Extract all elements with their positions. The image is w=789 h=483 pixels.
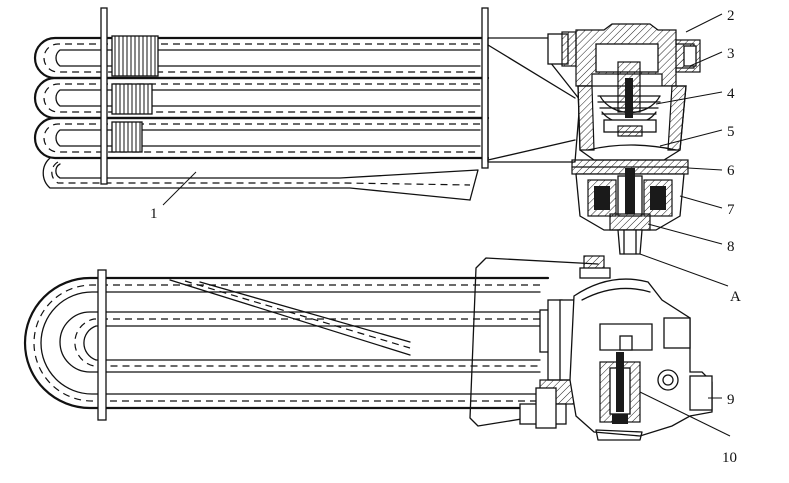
callout-1: 1 [150, 206, 158, 222]
fin-pack-top [111, 35, 159, 77]
bottom-thermostat-body [519, 255, 713, 441]
callout-9: 9 [727, 392, 735, 408]
callout-7: 7 [727, 202, 735, 218]
leader-8 [647, 223, 723, 245]
callout-2: 2 [727, 8, 735, 24]
top-heating-element [33, 36, 490, 201]
callout-A: A [730, 289, 741, 305]
leader-7 [679, 195, 723, 209]
leader-10 [639, 391, 731, 437]
bottom-flange-plate [97, 269, 107, 421]
leader-4 [655, 91, 723, 105]
right-mounting-plate [481, 7, 489, 169]
leader-2 [685, 13, 723, 33]
callout-6: 6 [727, 163, 735, 179]
leader-5 [659, 129, 723, 147]
bottom-heating-element [23, 276, 550, 410]
callout-4: 4 [727, 86, 735, 102]
leader-1 [162, 171, 197, 206]
wire-bracket [469, 257, 599, 427]
callout-10: 10 [722, 450, 737, 466]
fin-pack-bottom [111, 121, 143, 153]
left-flange-plate [100, 7, 108, 185]
callout-3: 3 [727, 46, 735, 62]
thermostat-valve-section [547, 23, 701, 255]
fin-pack-middle [111, 83, 153, 115]
callout-8: 8 [727, 239, 735, 255]
leader-3 [689, 51, 723, 67]
callout-5: 5 [727, 124, 735, 140]
leader-6 [687, 167, 723, 171]
leader-A [639, 253, 729, 287]
